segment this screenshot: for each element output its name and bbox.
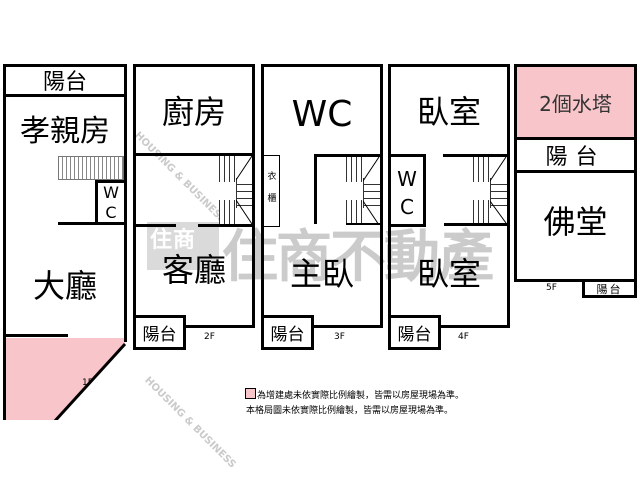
wall — [438, 325, 510, 328]
wall — [3, 94, 127, 97]
balcony-small-label: 陽台 — [596, 282, 623, 296]
wall — [252, 64, 255, 328]
closet-box — [263, 155, 280, 227]
wall — [634, 64, 637, 298]
staircase-landing — [490, 178, 507, 208]
master-bedroom-label: 主臥 — [289, 255, 354, 293]
floor-tag-3f: 3F — [334, 332, 345, 342]
staircase — [219, 156, 236, 182]
balcony-small-box — [582, 279, 637, 298]
wall — [514, 279, 637, 282]
balcony-box — [133, 315, 186, 350]
wall — [261, 64, 264, 350]
wall — [514, 170, 637, 173]
wall — [444, 223, 510, 226]
balcony-box — [261, 315, 314, 350]
wall — [133, 224, 176, 227]
living-room-label: 大廳 — [32, 267, 97, 305]
wall — [514, 137, 637, 140]
bedroom-top-label: 臥室 — [416, 93, 481, 131]
extension-legend-swatch — [245, 388, 256, 399]
wall — [133, 64, 255, 67]
closet-label-2: 櫃 — [267, 193, 277, 204]
legend-text: 為增建處未依實際比例繪製，皆需以房屋現場為準。 — [257, 391, 465, 401]
guest-living-label: 客廳 — [161, 251, 226, 289]
staircase — [58, 156, 124, 180]
wall — [261, 64, 383, 67]
balcony-label: 陽台 — [397, 325, 432, 345]
wall — [314, 154, 317, 224]
kitchen-label: 廚房 — [161, 93, 226, 131]
wc-label-w: W — [397, 167, 417, 191]
staircase-arrow-lines — [236, 156, 253, 224]
wall — [388, 64, 510, 67]
staircase-landing — [363, 178, 380, 208]
staircase-arrow-lines — [490, 157, 507, 224]
wc-label-c: C — [105, 202, 117, 222]
staircase — [219, 200, 236, 224]
balcony-top-label: 陽台 — [545, 145, 606, 170]
wall — [3, 334, 68, 337]
staircase — [346, 200, 363, 224]
wc-label-c: C — [400, 195, 414, 219]
water-tanks-label: 2個水塔 — [539, 91, 612, 116]
staircase-landing — [236, 178, 252, 208]
wall — [198, 224, 255, 227]
floor-tag-5f: 5F — [546, 283, 557, 293]
wall — [312, 325, 383, 328]
wall — [133, 153, 255, 156]
wall — [346, 223, 383, 225]
wall — [58, 222, 127, 225]
legend-note: 為增建處未依實際比例繪製，皆需以房屋現場為準。 — [245, 388, 464, 401]
wall — [3, 64, 6, 420]
wall — [133, 64, 136, 350]
staircase — [473, 200, 490, 223]
wall — [183, 325, 255, 328]
wall — [507, 64, 510, 328]
wall — [380, 64, 383, 328]
wc-box — [95, 180, 127, 225]
watermark-english-2: HOUSING & BUSINESS — [142, 375, 238, 471]
wall — [314, 154, 383, 157]
balcony-label: 陽台 — [142, 325, 177, 345]
floor-tag-2f: 2F — [204, 332, 215, 342]
balcony-label: 陽台 — [270, 325, 305, 345]
floor-tag-1f: 1F — [82, 378, 93, 388]
water-tank-area — [517, 66, 634, 138]
balcony-box — [388, 315, 441, 350]
wc-box — [388, 154, 426, 227]
extension-area — [4, 338, 127, 420]
wall — [514, 64, 637, 67]
parents-room-label: 孝親房 — [20, 114, 110, 149]
staircase — [473, 157, 490, 182]
shrine-label: 佛堂 — [543, 203, 608, 241]
staircase-arrow-lines — [363, 157, 380, 225]
floor-tag-4f: 4F — [458, 332, 469, 342]
staircase — [346, 157, 363, 182]
wall — [443, 154, 510, 157]
wc-label-w: W — [103, 182, 119, 202]
balcony-label: 陽台 — [42, 70, 87, 95]
wall — [3, 64, 127, 67]
closet-label-1: 衣 — [267, 171, 277, 182]
wc-label: WC — [291, 93, 353, 135]
disclaimer-note: 本格局圖未依實際比例繪製，皆需以房屋現場為準。 — [246, 406, 454, 416]
bedroom-bottom-label: 臥室 — [416, 255, 481, 293]
wall — [514, 64, 517, 282]
watermark-english-1: HOUSING & BUSINESS — [132, 130, 228, 226]
